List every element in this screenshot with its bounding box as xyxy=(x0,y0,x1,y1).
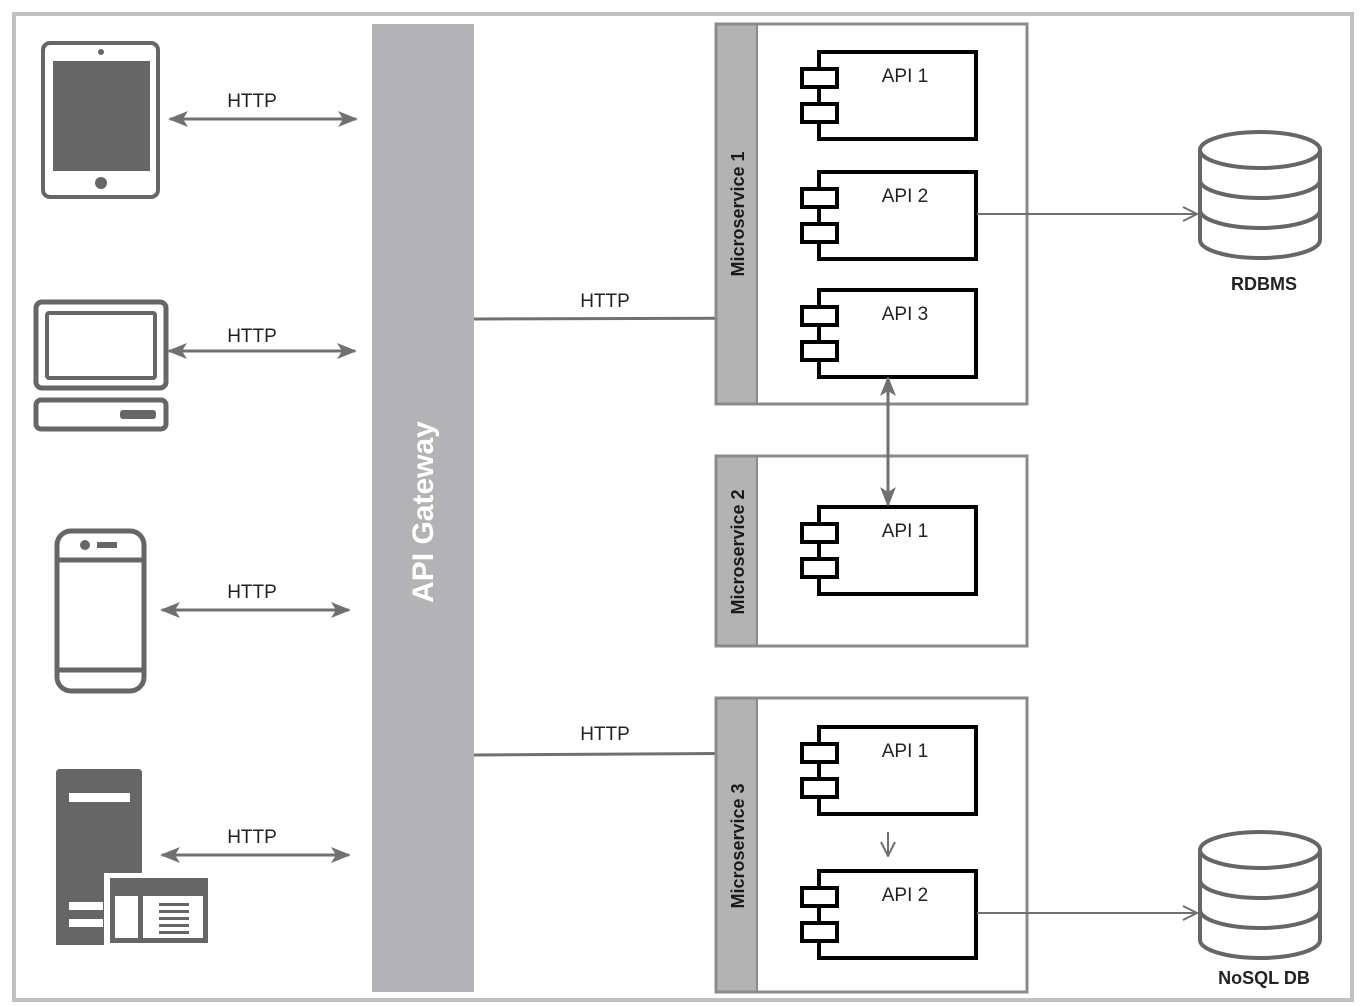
api-gateway-label: API Gateway xyxy=(407,421,440,603)
component-body xyxy=(817,288,978,379)
api-component: API 2 xyxy=(800,869,978,960)
microservice-label: Microservice 1 xyxy=(728,151,748,276)
component-port xyxy=(800,305,839,327)
component-port xyxy=(800,67,839,89)
api-component: API 3 xyxy=(800,288,978,379)
component-body xyxy=(817,50,978,141)
client-link-desktop: HTTP xyxy=(167,326,357,359)
api-component: API 2 xyxy=(800,170,978,261)
connection-label: HTTP xyxy=(580,291,630,312)
tablet-icon xyxy=(41,41,160,199)
database-label: NoSQL DB xyxy=(1218,968,1310,988)
component-port xyxy=(800,777,839,799)
microservice-label: Microservice 2 xyxy=(728,489,748,614)
component-port xyxy=(800,557,839,579)
connection-label: HTTP xyxy=(227,827,277,848)
database-icon xyxy=(1198,130,1322,260)
api-label: API 2 xyxy=(882,885,928,906)
api-label: API 1 xyxy=(882,521,928,542)
client-link-server: HTTP xyxy=(160,827,351,863)
api-component: API 1 xyxy=(800,505,978,596)
component-port xyxy=(800,921,839,943)
component-body xyxy=(817,505,978,596)
component-body xyxy=(817,725,978,816)
database-icon xyxy=(1198,830,1322,960)
client-link-tablet: HTTP xyxy=(168,91,358,127)
component-port xyxy=(800,340,839,362)
api-component: API 1 xyxy=(800,725,978,816)
database-rdbms: RDBMS xyxy=(1198,130,1322,294)
component-port xyxy=(800,222,839,244)
component-port xyxy=(800,886,839,908)
server-web-app-icon xyxy=(56,769,208,945)
client-link-mobile: HTTP xyxy=(160,582,351,618)
component-body xyxy=(817,869,978,960)
desktop-computer-icon xyxy=(33,299,169,432)
smartphone-icon xyxy=(54,528,147,694)
database-nosql: NoSQL DB xyxy=(1198,830,1322,988)
database-label: RDBMS xyxy=(1231,274,1297,294)
connection-label: HTTP xyxy=(580,724,630,745)
api-label: API 1 xyxy=(882,66,928,87)
component-port xyxy=(800,742,839,764)
component-port xyxy=(800,187,839,209)
connection-label: HTTP xyxy=(227,91,277,112)
api-label: API 3 xyxy=(882,304,928,325)
component-body xyxy=(817,170,978,261)
api-component: API 1 xyxy=(800,50,978,141)
microservice-label: Microservice 3 xyxy=(728,783,748,908)
api-label: API 1 xyxy=(882,741,928,762)
connection-label: HTTP xyxy=(227,326,277,347)
diagram-frame xyxy=(12,12,1354,1002)
api-gateway: API Gateway xyxy=(372,24,474,992)
api-label: API 2 xyxy=(882,186,928,207)
connection-label: HTTP xyxy=(227,582,277,603)
component-port xyxy=(800,522,839,544)
component-port xyxy=(800,102,839,124)
